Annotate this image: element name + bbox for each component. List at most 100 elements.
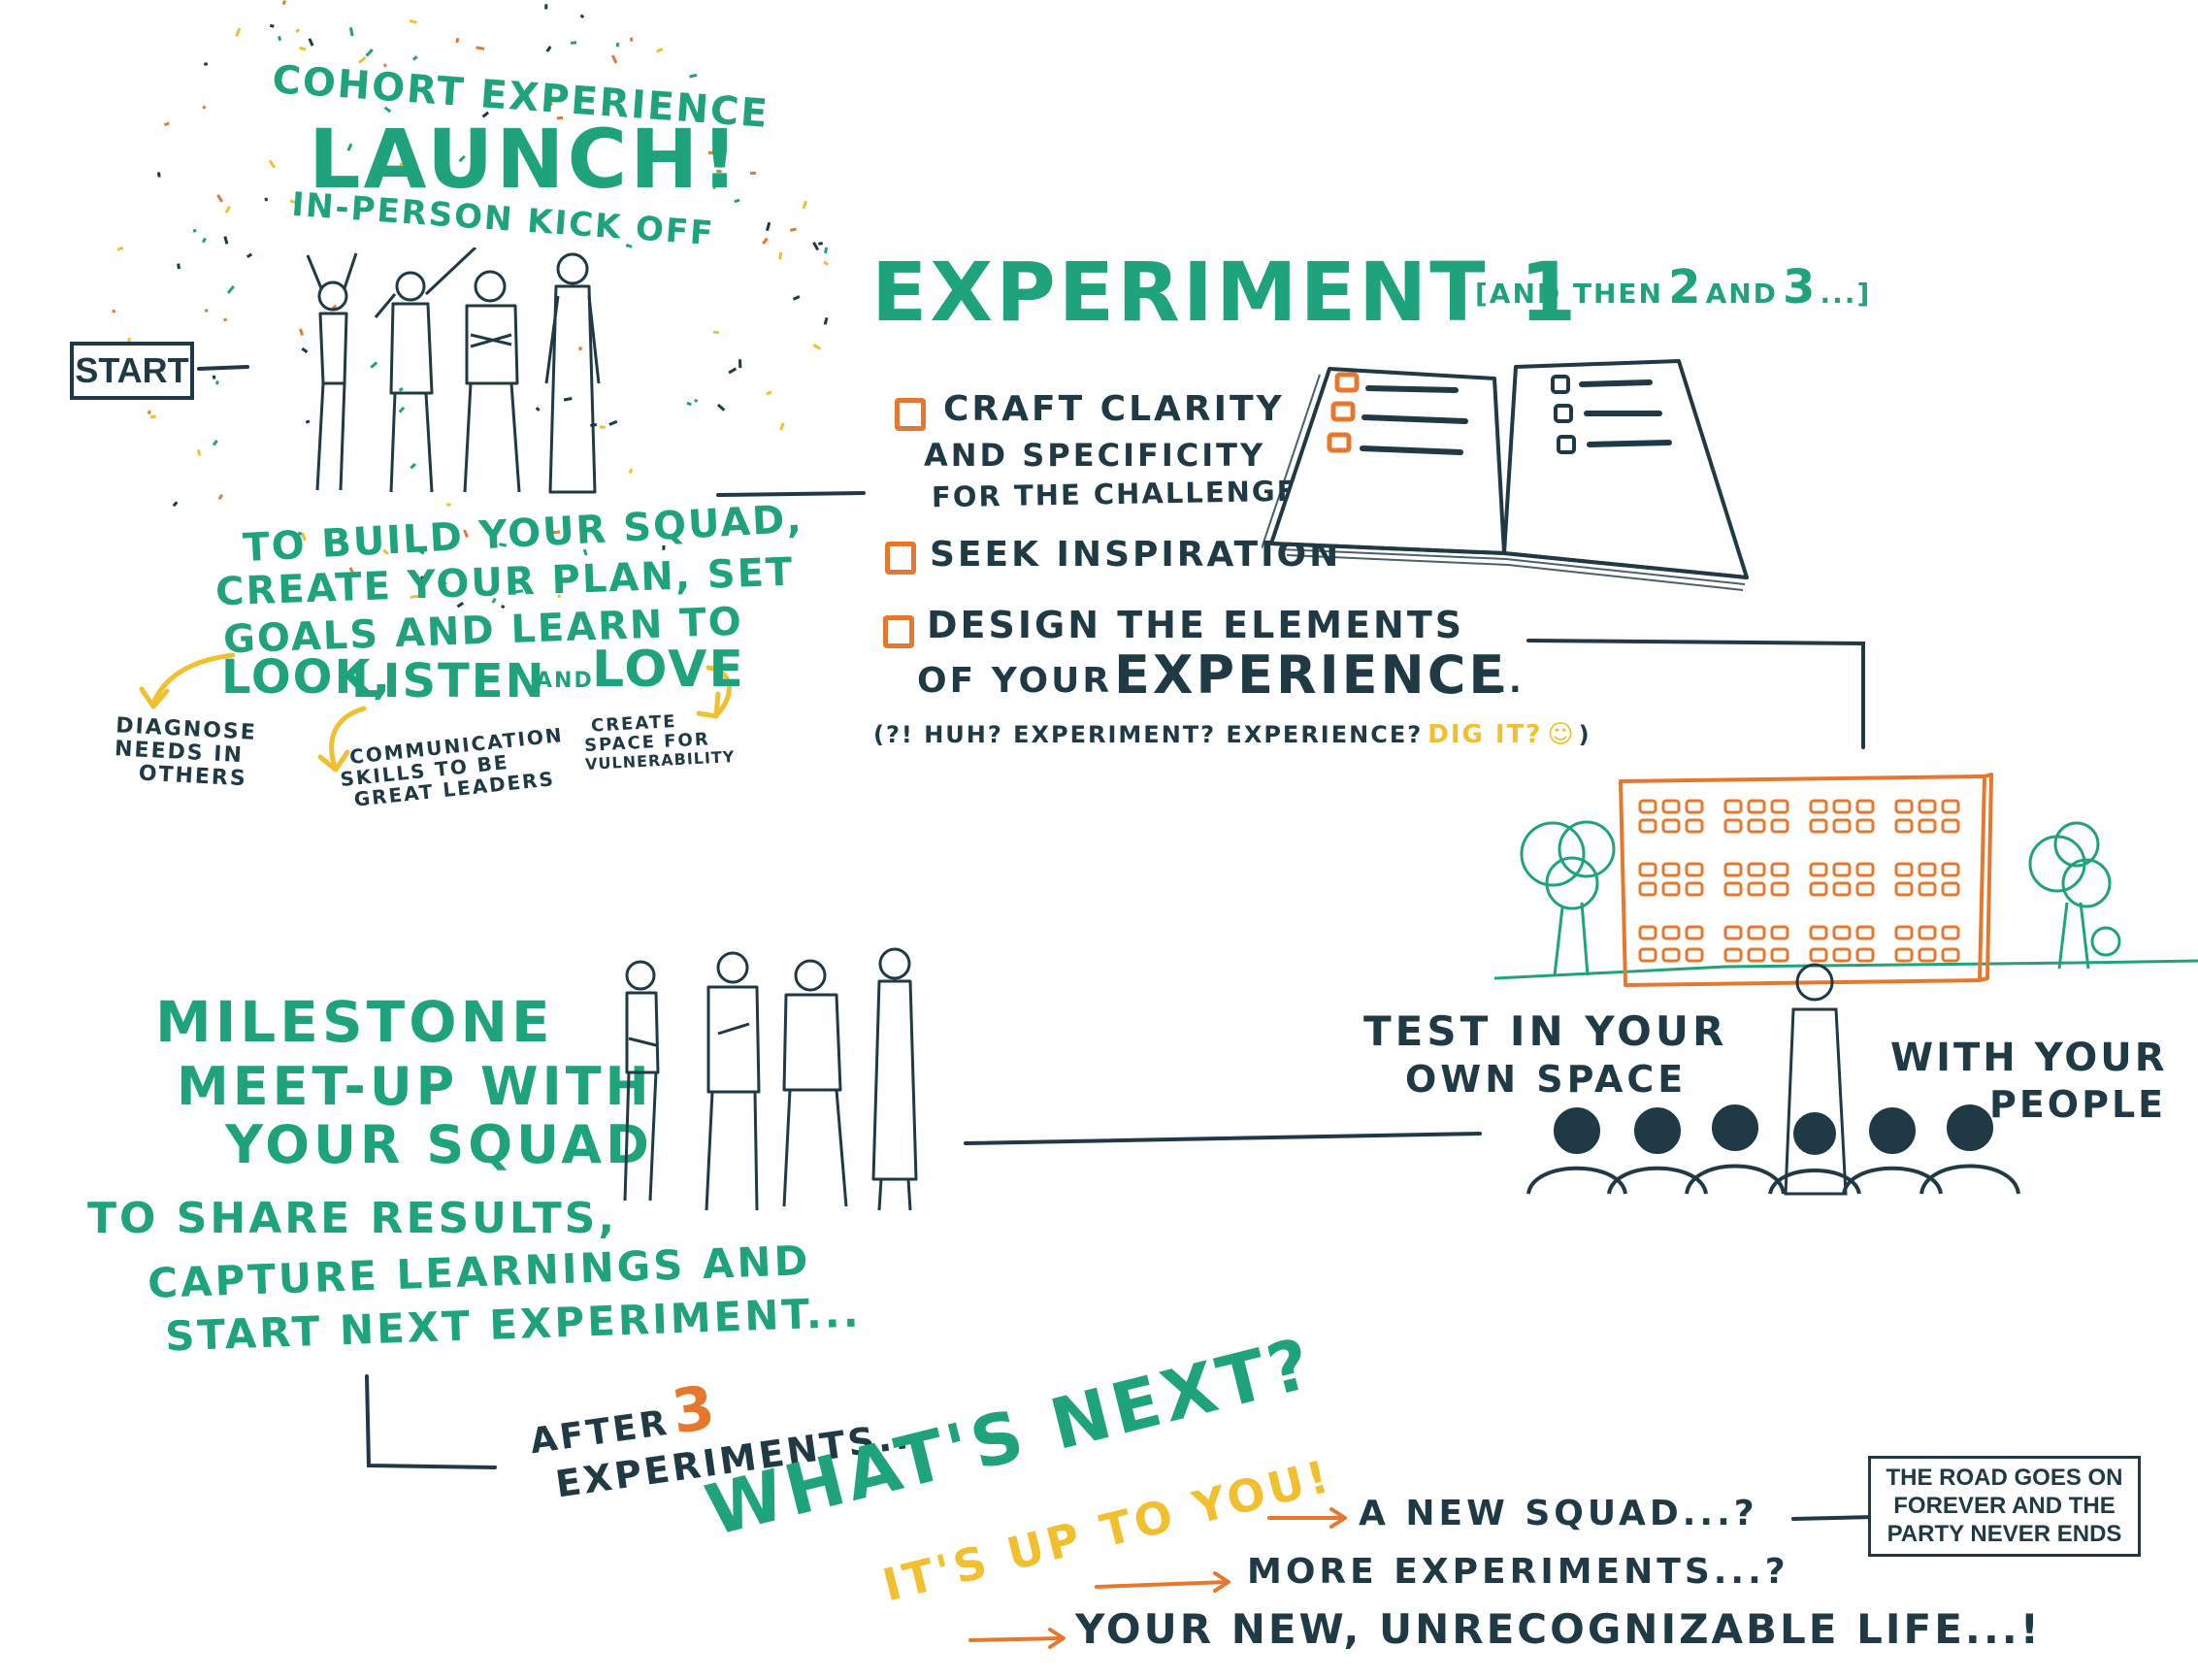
window-icon — [1855, 862, 1875, 877]
window-icon — [1685, 862, 1704, 877]
confetti-piece — [535, 407, 541, 412]
confetti-piece — [409, 18, 417, 24]
window-icon — [1941, 925, 1960, 940]
confetti-piece — [172, 501, 179, 508]
window-icon — [1809, 862, 1828, 877]
confetti-piece — [579, 14, 585, 19]
confetti-piece — [578, 172, 587, 181]
window-icon — [1661, 881, 1681, 897]
confetti-piece — [582, 548, 588, 556]
window-icon — [1685, 947, 1704, 963]
confetti-piece — [716, 169, 722, 174]
confetti-piece — [289, 199, 297, 205]
window-icon — [1747, 818, 1766, 834]
confetti-piece — [491, 597, 497, 604]
confetti-piece — [212, 375, 216, 379]
confetti-piece — [716, 403, 726, 412]
confetti-piece — [204, 309, 209, 313]
start-connector — [197, 365, 249, 371]
confetti-piece — [610, 54, 618, 64]
building-icon — [1619, 773, 1993, 987]
confetti-piece — [766, 390, 772, 396]
confetti-piece — [398, 406, 406, 413]
confetti-piece — [212, 440, 218, 446]
checkbox-icon — [885, 542, 916, 575]
confetti-piece — [689, 73, 698, 79]
experience-word: EXPERIENCE — [1114, 644, 1508, 706]
confetti-piece — [163, 121, 170, 127]
confetti-piece — [823, 260, 829, 266]
confetti-piece — [246, 252, 253, 259]
confetti-piece — [712, 330, 719, 335]
test-scene-illustration — [1494, 773, 2198, 1196]
audience-icon — [1526, 1104, 2020, 1195]
confetti-piece — [625, 244, 633, 248]
confetti-piece — [440, 581, 448, 590]
confetti-piece — [629, 37, 634, 42]
confetti-piece — [556, 115, 564, 120]
experiment-note: (?! HUH? EXPERIMENT? EXPERIENCE? DIG IT?… — [873, 720, 1590, 749]
window-icon — [1894, 818, 1914, 834]
confetti-piece — [420, 576, 424, 579]
window-icon — [1918, 818, 1937, 834]
confetti-piece — [217, 494, 224, 501]
confetti-piece — [382, 63, 387, 68]
window-icon — [1941, 799, 1960, 814]
window-icon — [1855, 925, 1875, 940]
confetti-piece — [295, 28, 301, 34]
arrow-new-life — [968, 1636, 1065, 1642]
start-label: START — [75, 350, 189, 390]
experiment-aside: [AND THEN 2 AND 3 ...] — [1475, 260, 1872, 314]
launch-to-experiment-line — [716, 491, 866, 497]
window-icon — [1723, 799, 1743, 814]
window-icon — [1685, 799, 1704, 814]
confetti-piece — [662, 544, 666, 550]
confetti-piece — [640, 127, 647, 136]
confetti-piece — [599, 425, 607, 429]
confetti-piece — [201, 237, 207, 244]
arrow-to-communication — [329, 706, 367, 770]
window-icon — [1855, 881, 1875, 897]
window-icon — [1894, 799, 1914, 814]
window-icon — [1638, 799, 1657, 814]
test-to-milestone-line — [964, 1132, 1482, 1145]
confetti-piece — [156, 172, 161, 178]
confetti-piece — [556, 594, 562, 599]
confetti-piece — [561, 564, 569, 570]
window-icon — [1894, 925, 1914, 940]
window-icon — [1894, 947, 1914, 963]
confetti-piece — [235, 27, 242, 38]
confetti-piece — [578, 346, 582, 350]
confetti-piece — [563, 397, 573, 402]
window-icon — [1661, 818, 1681, 834]
confetti-piece — [222, 317, 228, 322]
confetti-piece — [224, 205, 231, 214]
window-icon — [1638, 881, 1657, 897]
confetti-piece — [570, 41, 577, 45]
confetti-piece — [358, 55, 367, 64]
confetti-piece — [399, 161, 407, 166]
presenter-icon — [1784, 963, 1848, 1196]
window-icon — [1832, 947, 1852, 963]
confetti-piece — [308, 38, 314, 47]
item-design-line-2: OF YOUR — [917, 661, 1113, 701]
confetti-piece — [707, 150, 715, 155]
confetti-piece — [202, 105, 207, 110]
road-sign-connector — [1791, 1515, 1877, 1521]
window-icon — [1770, 947, 1789, 963]
window-icon — [1638, 818, 1657, 834]
confetti-piece — [686, 401, 692, 407]
confetti-piece — [348, 27, 354, 37]
option-new-life: YOUR NEW, UNRECOGNIZABLE LIFE...! — [1075, 1605, 2042, 1653]
window-icon — [1809, 799, 1828, 814]
window-icon — [1747, 947, 1766, 963]
confetti-piece — [765, 221, 771, 232]
tree-icon — [1520, 820, 2121, 976]
confetti-piece — [192, 229, 197, 233]
confetti-piece — [544, 4, 548, 10]
confetti-piece — [455, 37, 460, 44]
confetti-piece — [297, 531, 303, 536]
with-line-2: PEOPLE — [1989, 1083, 2167, 1126]
